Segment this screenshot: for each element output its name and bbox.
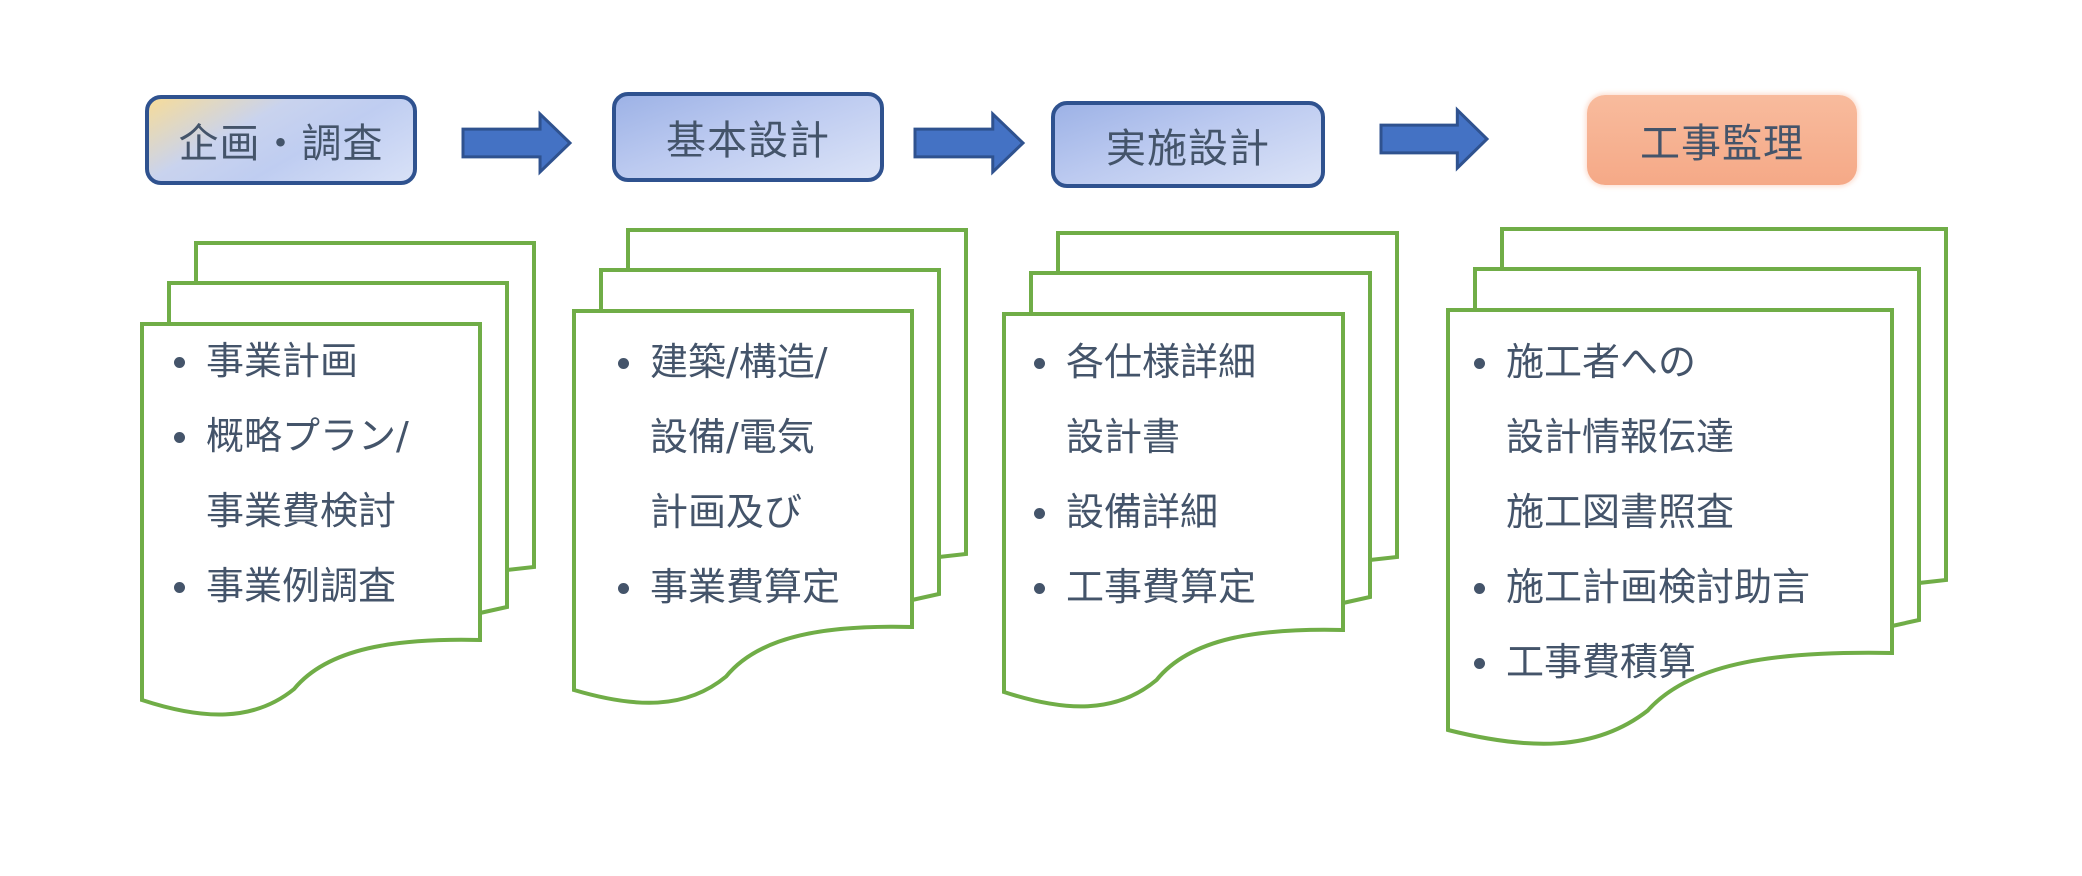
phase-box-detailed-design: 実施設計 xyxy=(1051,101,1325,188)
document-list-item: 設計書 xyxy=(1030,400,1256,475)
document-list-item: 概略プラン/ xyxy=(170,399,409,474)
document-list-item: 施工図書照査 xyxy=(1470,475,1810,550)
front-page xyxy=(1446,308,1894,746)
document-stack xyxy=(1002,231,1399,709)
bullet-icon xyxy=(618,358,629,369)
document-content-basic-design: 建築/構造/設備/電気計画及び事業費算定 xyxy=(614,325,840,625)
front-page xyxy=(1002,312,1345,709)
document-item-text: 設備詳細 xyxy=(1066,490,1219,534)
document-item-text: 事業計画 xyxy=(206,339,359,383)
document-list-item: 事業費検討 xyxy=(170,474,409,549)
phase-box-basic-design: 基本設計 xyxy=(612,92,884,182)
front-page xyxy=(140,322,482,717)
document-list-item: 設計情報伝達 xyxy=(1470,400,1810,475)
document-item-text: 設備/電気 xyxy=(650,415,815,459)
document-stack xyxy=(1446,227,1948,746)
document-list-item: 工事費算定 xyxy=(1030,550,1256,625)
bullet-icon xyxy=(618,583,629,594)
document-item-text: 施工図書照査 xyxy=(1506,490,1735,534)
front-page xyxy=(572,309,914,705)
document-item-text: 事業費検討 xyxy=(206,489,397,533)
phase-title: 実施設計 xyxy=(1106,125,1270,172)
document-list-item: 施工計画検討助言 xyxy=(1470,550,1810,625)
document-list-item: 設備詳細 xyxy=(1030,475,1256,550)
phase-title: 企画・調査 xyxy=(178,121,384,167)
bullet-icon xyxy=(1474,358,1485,369)
document-item-text: 事業費算定 xyxy=(650,565,841,609)
document-item-text: 設計情報伝達 xyxy=(1506,415,1735,459)
bullet-icon xyxy=(1034,358,1045,369)
bullet-icon xyxy=(174,357,185,368)
document-content-planning-survey: 事業計画概略プラン/事業費検討事業例調査 xyxy=(170,324,409,624)
document-item-text: 事業例調査 xyxy=(206,564,397,608)
document-item-text: 設計書 xyxy=(1066,415,1181,459)
document-item-text: 建築/構造/ xyxy=(650,340,828,384)
document-list-item: 設備/電気 xyxy=(614,400,840,475)
document-item-text: 計画及び xyxy=(650,490,803,534)
phase-box-planning-survey: 企画・調査 xyxy=(145,95,417,185)
phase-title: 基本設計 xyxy=(666,118,830,164)
document-list-item: 施工者への xyxy=(1470,325,1810,400)
document-list-item: 事業計画 xyxy=(170,324,409,399)
document-list-item: 各仕様詳細 xyxy=(1030,325,1256,400)
document-list-item: 事業例調査 xyxy=(170,549,409,624)
document-item-text: 施工者への xyxy=(1506,340,1697,384)
right-arrow-icon xyxy=(1379,106,1490,172)
document-item-text: 工事費積算 xyxy=(1506,640,1697,684)
document-stack xyxy=(140,241,536,717)
document-list-item: 建築/構造/ xyxy=(614,325,840,400)
document-content-construction-supervision: 施工者への設計情報伝達施工図書照査施工計画検討助言工事費積算 xyxy=(1470,325,1810,700)
right-arrow-icon xyxy=(461,110,573,176)
document-item-text: 施工計画検討助言 xyxy=(1506,565,1811,609)
bullet-icon xyxy=(174,582,185,593)
document-list-item: 工事費積算 xyxy=(1470,625,1810,700)
bullet-icon xyxy=(174,432,185,443)
phase-title: 工事監理 xyxy=(1640,121,1804,167)
phase-box-construction-supervision: 工事監理 xyxy=(1587,95,1857,185)
document-list-item: 事業費算定 xyxy=(614,550,840,625)
bullet-icon xyxy=(1474,658,1485,669)
document-stack xyxy=(572,228,968,705)
bullet-icon xyxy=(1034,508,1045,519)
bullet-icon xyxy=(1474,583,1485,594)
document-item-text: 概略プラン/ xyxy=(206,414,409,458)
document-item-text: 工事費算定 xyxy=(1066,565,1257,609)
right-arrow-icon xyxy=(913,110,1026,176)
bullet-icon xyxy=(1034,583,1045,594)
document-item-text: 各仕様詳細 xyxy=(1066,340,1257,384)
document-list-item: 計画及び xyxy=(614,475,840,550)
document-content-detailed-design: 各仕様詳細設計書設備詳細工事費算定 xyxy=(1030,325,1256,625)
